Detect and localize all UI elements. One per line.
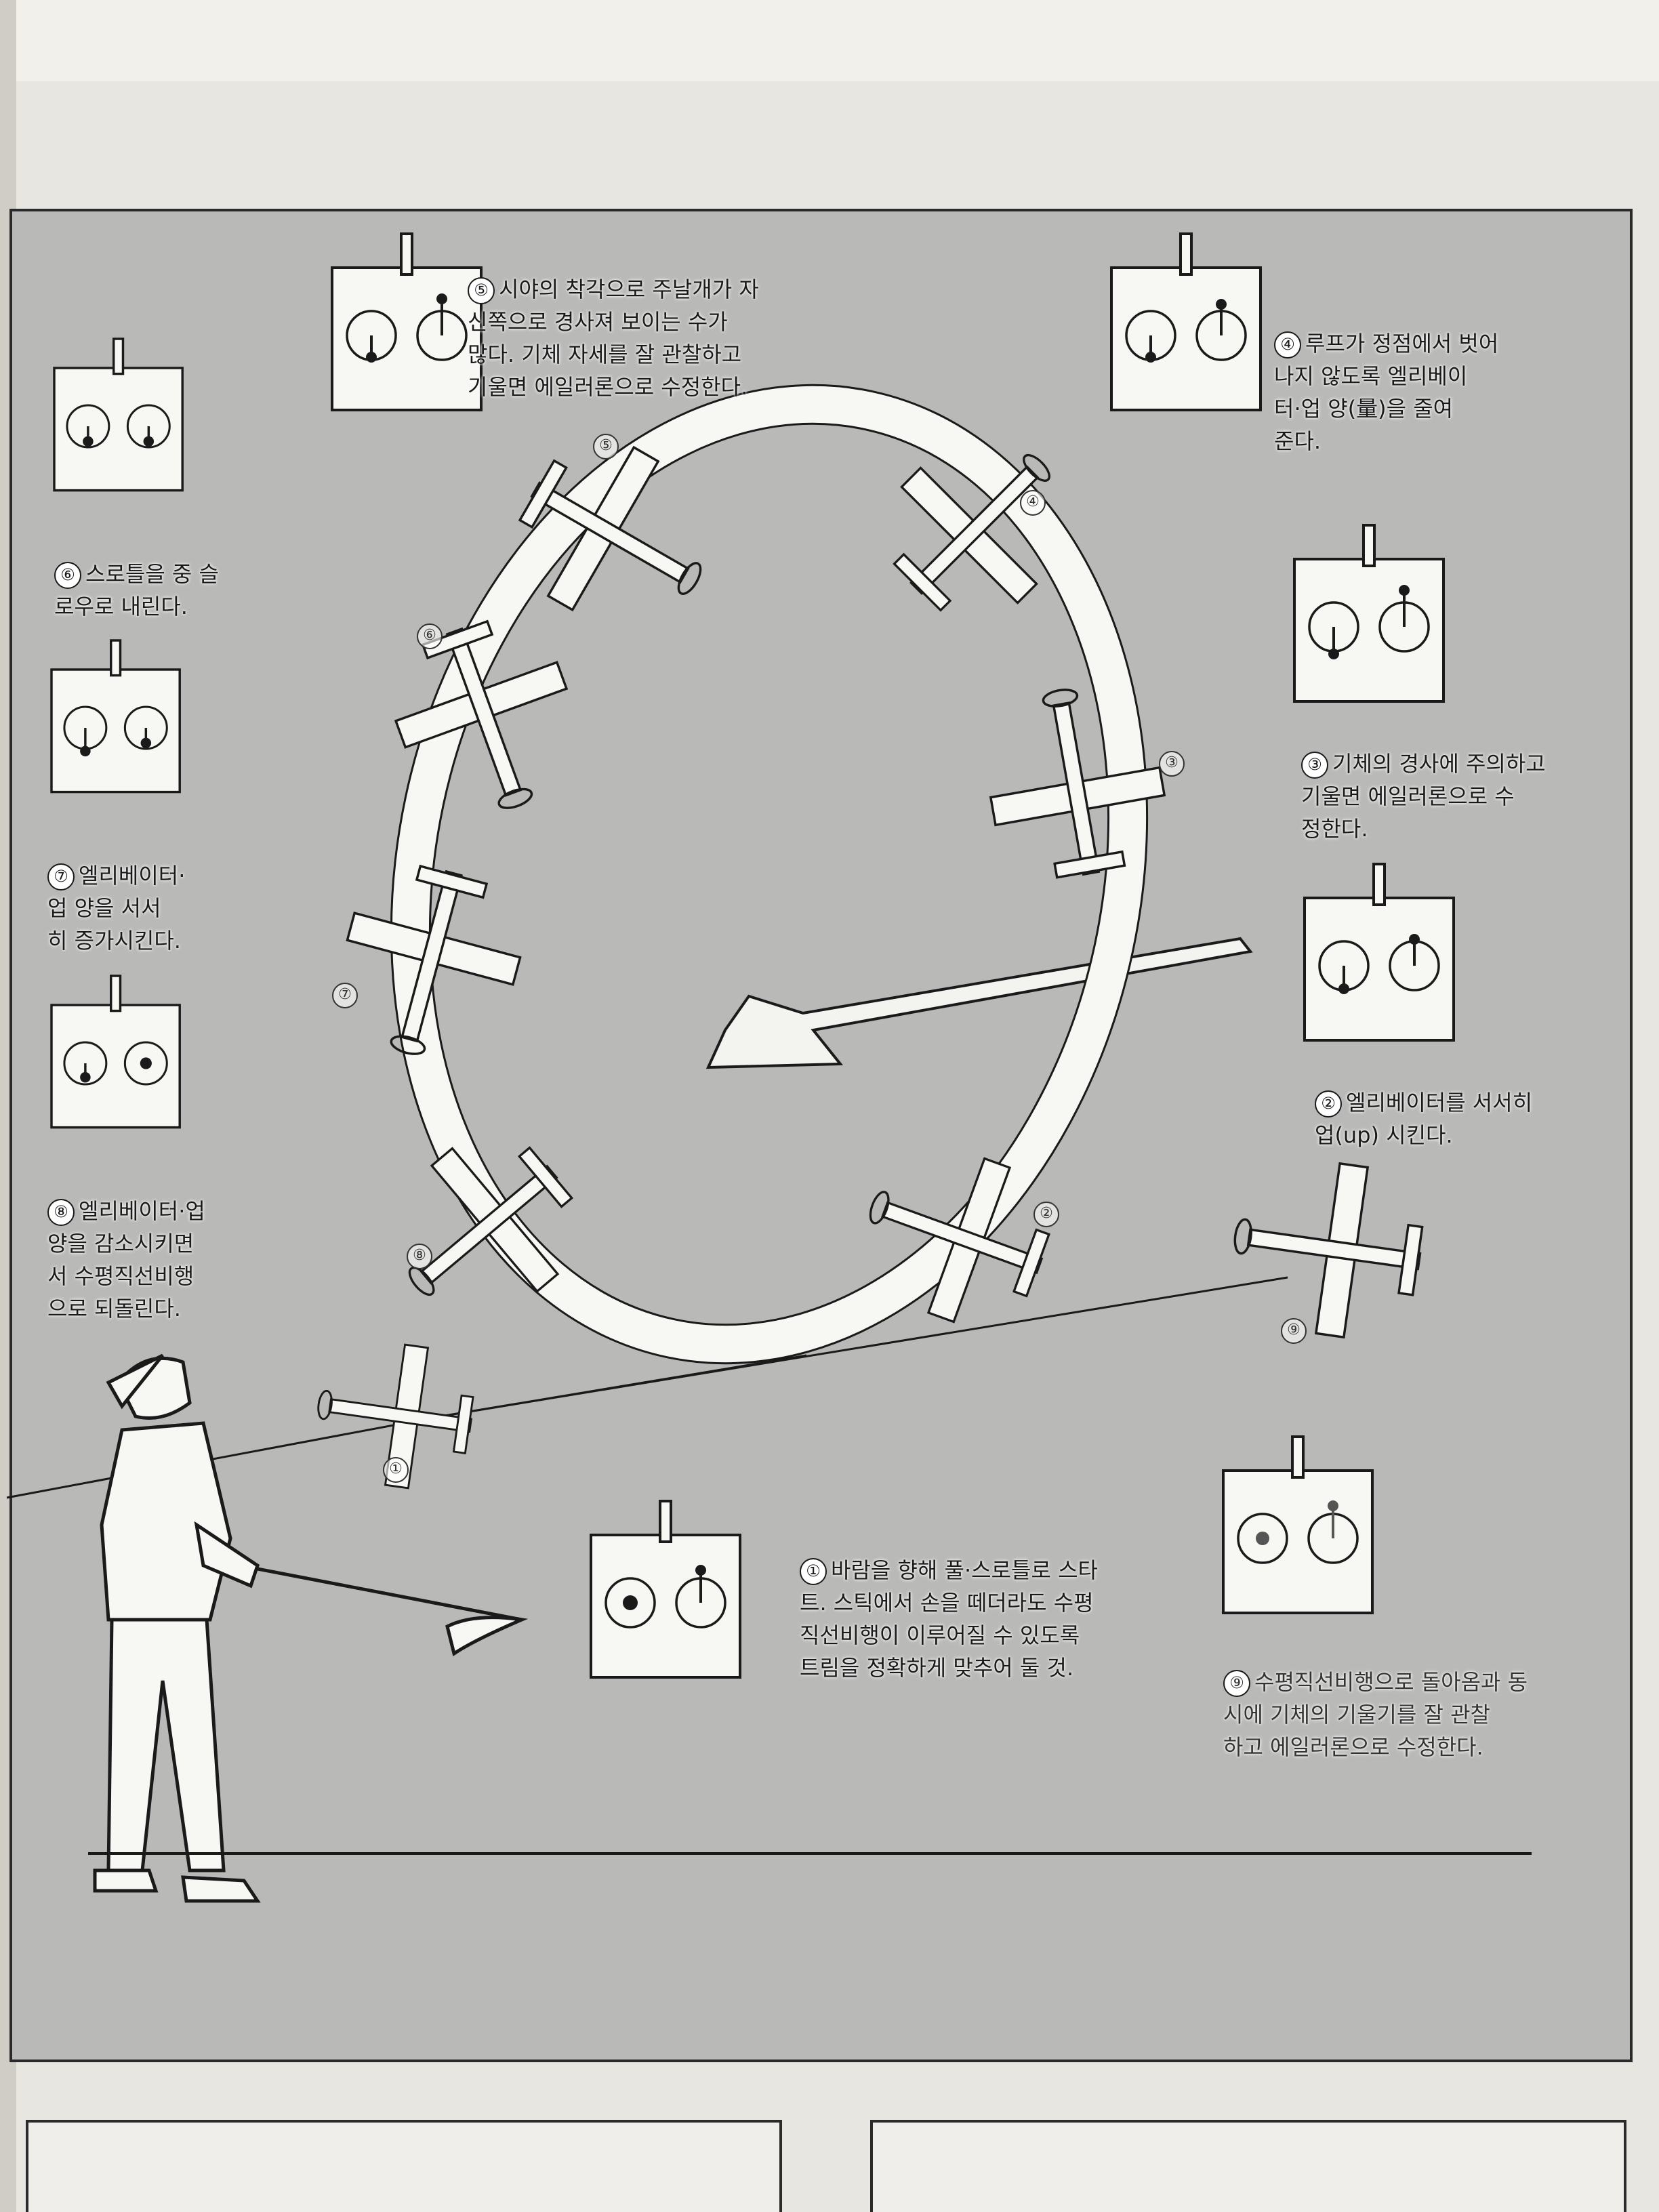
step-9-text: 수평직선비행으로 돌아옴과 동 시에 기체의 기울기를 잘 관찰 하고 에일러론… — [1223, 1669, 1528, 1760]
transmitter-icon — [50, 975, 181, 1129]
step-6-text: 스로틀을 중 슬 로우로 내린다. — [54, 561, 219, 619]
step-3-number: ③ — [1301, 752, 1328, 779]
step-6-number: ⑥ — [54, 562, 81, 589]
lower-right-box — [870, 2120, 1626, 2212]
flight-marker-4: ④ — [1020, 490, 1046, 516]
flight-marker-3: ③ — [1159, 751, 1185, 777]
flight-marker-9: ⑨ — [1281, 1318, 1307, 1344]
transmitter-icon — [590, 1500, 741, 1679]
step-8-text: 엘리베이터·업 양을 감소시키면 서 수평직선비행 으로 되돌린다. — [47, 1198, 205, 1322]
illustration-panel — [9, 209, 1633, 2062]
transmitter-icon — [1222, 1435, 1374, 1614]
step-5-text: 시야의 착각으로 주날개가 자 신쪽으로 경사져 보이는 수가 많다. 기체 자… — [468, 276, 759, 400]
wind-arrow-icon — [705, 937, 1253, 1069]
flight-marker-5: ⑤ — [593, 434, 619, 459]
step-5-number: ⑤ — [468, 277, 495, 304]
step-2-number: ② — [1315, 1090, 1342, 1118]
step-4-text: 루프가 정점에서 벗어 나지 않도록 엘리베이 터·업 양(量)을 줄여 준다. — [1274, 331, 1499, 454]
flight-marker-7: ⑦ — [332, 983, 358, 1008]
step-1-text: 바람을 향해 풀·스로틀로 스타 트. 스틱에서 손을 떼더라도 수평 직선비행… — [800, 1557, 1098, 1681]
transmitter-icon — [1303, 863, 1455, 1042]
step-7-number: ⑦ — [47, 863, 75, 890]
step-9-number: ⑨ — [1223, 1670, 1250, 1697]
pilot-figure — [93, 1353, 529, 1903]
step-7-text: 엘리베이터· 업 양을 서서 히 증가시킨다. — [47, 863, 186, 954]
flight-marker-2: ② — [1033, 1202, 1059, 1227]
lower-left-box — [26, 2120, 782, 2212]
step-3-text: 기체의 경사에 주의하고 기울면 에일러론으로 수 정한다. — [1301, 751, 1546, 842]
flight-marker-1: ① — [383, 1457, 409, 1483]
flight-marker-6: ⑥ — [417, 623, 443, 649]
transmitter-icon — [53, 337, 184, 492]
airplane-icon — [1222, 1149, 1433, 1347]
transmitter-icon — [1110, 232, 1262, 411]
loop-path — [390, 384, 1149, 1365]
transmitter-icon — [1293, 524, 1445, 703]
transmitter-icon — [50, 639, 181, 794]
step-8-number: ⑧ — [47, 1199, 75, 1226]
flight-marker-8: ⑧ — [407, 1244, 432, 1269]
step-2-text: 엘리베이터를 서서히 업(up) 시킨다. — [1315, 1090, 1533, 1148]
transmitter-icon — [331, 232, 483, 411]
step-4-number: ④ — [1274, 331, 1301, 359]
step-1-number: ① — [800, 1558, 827, 1585]
